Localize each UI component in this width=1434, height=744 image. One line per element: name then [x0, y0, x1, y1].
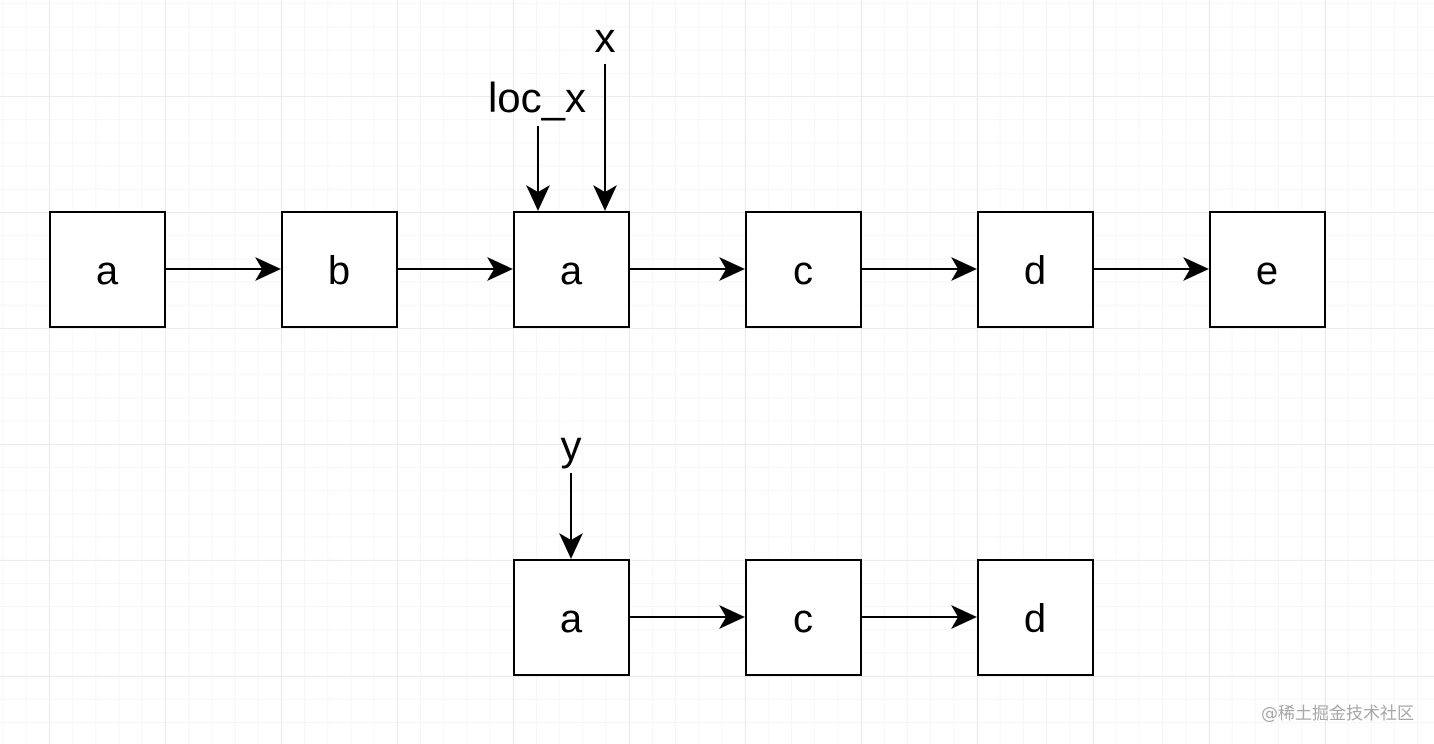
top-node-2: b [281, 211, 398, 328]
top-node-2-label: b [328, 249, 350, 293]
top-node-3-label: a [560, 249, 583, 293]
top-node-6: e [1209, 211, 1326, 328]
pointer-label-x: x [595, 14, 616, 61]
bottom-node-1: a [513, 559, 630, 676]
pointer-label-y: y [561, 422, 582, 469]
top-node-4: c [745, 211, 862, 328]
watermark: @稀土掘金技术社区 [1261, 704, 1414, 724]
top-node-5-label: d [1024, 249, 1046, 293]
bottom-node-2-label: c [793, 597, 813, 641]
top-node-3: a [513, 211, 630, 328]
pointer-label-loc-x: loc_x [488, 74, 586, 121]
bottom-node-1-label: a [560, 597, 583, 641]
bottom-node-3-label: d [1024, 597, 1046, 641]
bottom-node-3: d [977, 559, 1094, 676]
top-node-1-label: a [96, 249, 119, 293]
top-node-1: a [49, 211, 166, 328]
top-node-5: d [977, 211, 1094, 328]
top-node-4-label: c [793, 249, 813, 293]
top-node-6-label: e [1256, 249, 1278, 293]
bottom-node-2: c [745, 559, 862, 676]
